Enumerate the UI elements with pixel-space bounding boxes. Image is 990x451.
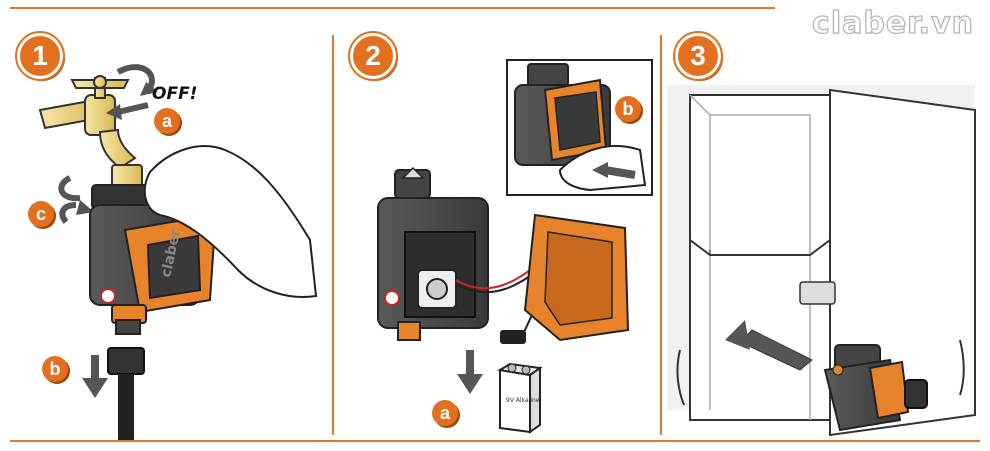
step-1-label-b: b (42, 356, 68, 382)
battery-9v: 9V Alkaline (497, 362, 543, 434)
step-3-badge: 3 (673, 31, 723, 81)
divider-1 (332, 35, 334, 435)
bottom-rule (10, 440, 980, 442)
step-1-badge: 1 (15, 31, 65, 81)
timer-device-3 (823, 344, 928, 432)
top-rule (10, 7, 775, 9)
brand-watermark: claber.vn (811, 5, 974, 41)
divider-2 (660, 35, 662, 435)
panel-1-art: claber (38, 64, 318, 440)
tap-illustration (38, 75, 143, 188)
step-1-label-c: c (28, 201, 54, 227)
panel-3-art (667, 85, 976, 437)
step-2-label-b: b (615, 96, 641, 122)
step-2-badge: 2 (348, 31, 398, 81)
battery-label: 9V Alkaline (506, 397, 540, 404)
step-1-label-a: a (154, 108, 180, 134)
panel-2-art: 9V Alkaline (377, 59, 653, 434)
off-callout: OFF! (152, 84, 198, 104)
step-2-label-a: a (432, 400, 458, 426)
